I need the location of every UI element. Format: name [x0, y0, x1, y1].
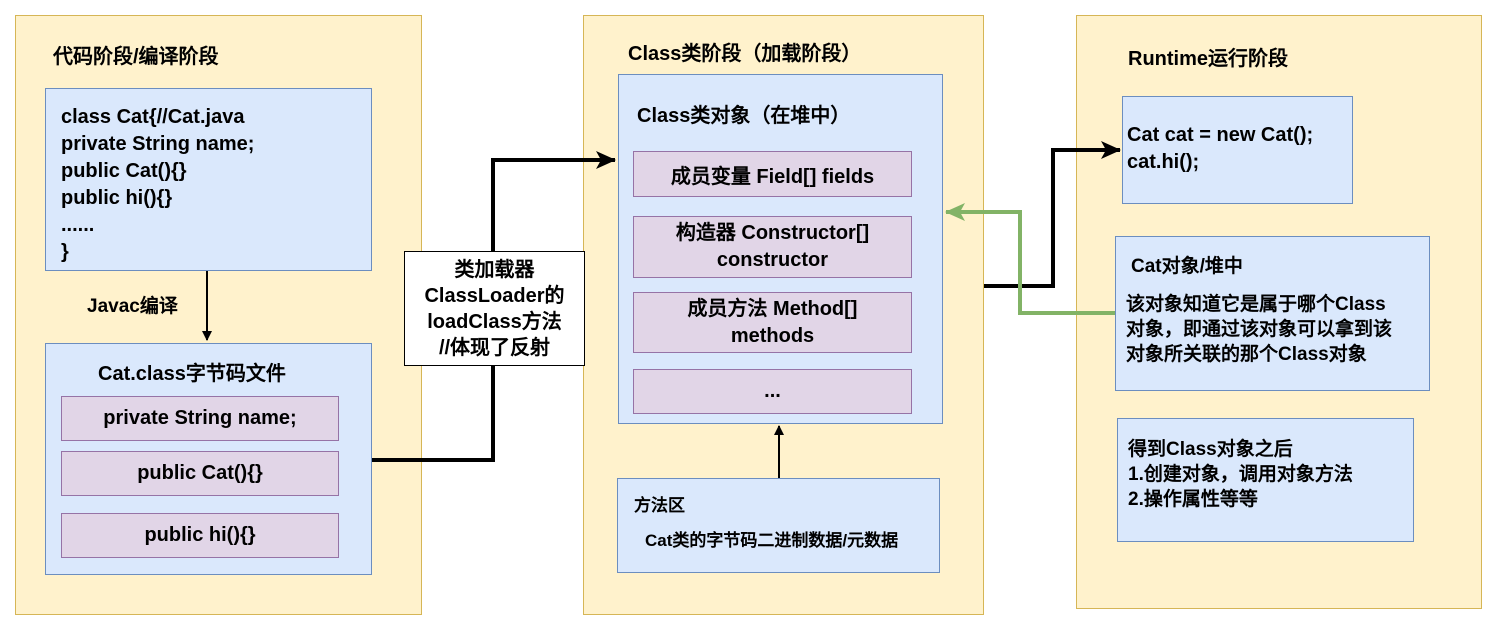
method-area-title: 方法区	[634, 496, 685, 515]
source-code-text: class Cat{//Cat.java private String name…	[61, 106, 255, 263]
constructor-member-text: 构造器 Constructor[] constructor	[675, 222, 870, 271]
method-member-text: 成员方法 Method[] methods	[687, 297, 858, 347]
bytecode-field-text: private String name;	[103, 407, 297, 429]
classloader-label-text: 类加载器 ClassLoader的 loadClass方法 //体现了反射	[424, 258, 565, 359]
bytecode-method-item: public hi(){}	[61, 513, 339, 558]
compile-stage-title: 代码阶段/编译阶段	[53, 46, 219, 68]
runtime-stage-title: Runtime运行阶段	[1128, 48, 1288, 70]
bytecode-field-item: private String name;	[61, 396, 339, 441]
javac-compile-label: Javac编译	[87, 296, 178, 317]
source-code-box	[45, 88, 372, 271]
field-member-text: 成员变量 Field[] fields	[670, 165, 875, 188]
cat-object-box	[1115, 236, 1430, 391]
method-area-box	[617, 478, 940, 573]
method-member-box: 成员方法 Method[] methods	[633, 292, 912, 353]
bytecode-constructor-text: public Cat(){}	[137, 462, 263, 484]
constructor-member-box: 构造器 Constructor[] constructor	[633, 216, 912, 278]
more-members-text: ...	[764, 380, 781, 402]
cat-object-desc: 该对象知道它是属于哪个Class 对象，即通过该对象可以拿到该 对象所关联的那个…	[1126, 294, 1393, 365]
bytecode-file-title: Cat.class字节码文件	[98, 363, 286, 385]
runtime-code-box	[1122, 96, 1353, 204]
more-members-box: ...	[633, 369, 912, 414]
class-stage-title: Class类阶段（加载阶段）	[628, 43, 862, 65]
classloader-label-box: 类加载器 ClassLoader的 loadClass方法 //体现了反射	[404, 251, 585, 366]
bytecode-constructor-item: public Cat(){}	[61, 451, 339, 496]
runtime-code-text: Cat cat = new Cat(); cat.hi();	[1127, 124, 1314, 173]
method-area-desc: Cat类的字节码二进制数据/元数据	[645, 531, 899, 550]
field-member-box: 成员变量 Field[] fields	[633, 151, 912, 197]
cat-object-title: Cat对象/堆中	[1131, 256, 1243, 277]
after-class-object-box	[1117, 418, 1414, 542]
after-class-object-text: 得到Class对象之后 1.创建对象，调用对象方法 2.操作属性等等	[1128, 439, 1353, 510]
class-object-title: Class类对象（在堆中）	[637, 105, 851, 127]
bytecode-method-text: public hi(){}	[144, 524, 256, 546]
